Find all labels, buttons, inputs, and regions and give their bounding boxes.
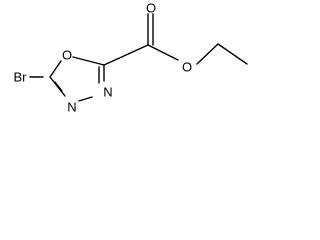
bond-n4-c5-double bbox=[54, 81, 63, 92]
atom-ester-oxygen: O bbox=[182, 60, 192, 75]
bond-n3-n4 bbox=[78, 96, 93, 102]
atom-nitrogen-4: N bbox=[67, 100, 76, 115]
chemical-structure-diagram: Br O O O N N bbox=[14, 1, 248, 115]
atom-carbonyl-oxygen: O bbox=[146, 1, 156, 16]
atom-bromine: Br bbox=[14, 70, 28, 85]
bond-c2-carbonyl bbox=[103, 44, 149, 66]
bond-n4-c5 bbox=[49, 76, 66, 97]
atom-nitrogen-3: N bbox=[103, 85, 112, 100]
bond-ester-o-ch2 bbox=[196, 43, 219, 65]
bond-o1-c2 bbox=[72, 56, 105, 66]
bond-carbonyl-ester-o bbox=[147, 44, 179, 61]
atom-ring-oxygen: O bbox=[62, 48, 72, 63]
bond-ch2-ch3 bbox=[217, 43, 248, 65]
bond-c5-o1 bbox=[49, 60, 62, 78]
